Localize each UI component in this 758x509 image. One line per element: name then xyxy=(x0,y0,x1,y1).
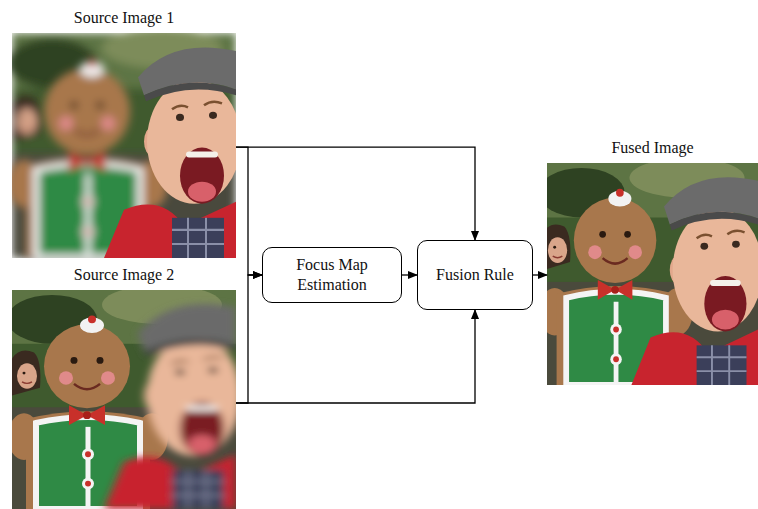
process-box: Focus Map Estimation xyxy=(262,247,402,303)
flow-arrow xyxy=(236,147,262,275)
box-label: Fusion Rule xyxy=(436,265,514,285)
image-title: Fused Image xyxy=(611,139,693,157)
photo-illustration xyxy=(547,163,758,385)
image-title: Source Image 2 xyxy=(74,266,174,284)
source-image: Source Image 1 xyxy=(12,33,236,258)
flow-arrow xyxy=(236,310,475,403)
process-box: Fusion Rule xyxy=(417,240,533,310)
source-image: Source Image 2 xyxy=(12,290,236,509)
flow-arrow xyxy=(236,275,262,403)
image-title: Source Image 1 xyxy=(74,9,174,27)
fused-image: Fused Image xyxy=(547,163,758,385)
photo-illustration xyxy=(12,290,236,509)
photo-illustration xyxy=(12,33,236,258)
box-label: Focus Map Estimation xyxy=(275,255,389,295)
flow-arrow xyxy=(236,147,475,240)
flow-arrow xyxy=(533,274,547,275)
flow-arrow xyxy=(402,274,417,275)
